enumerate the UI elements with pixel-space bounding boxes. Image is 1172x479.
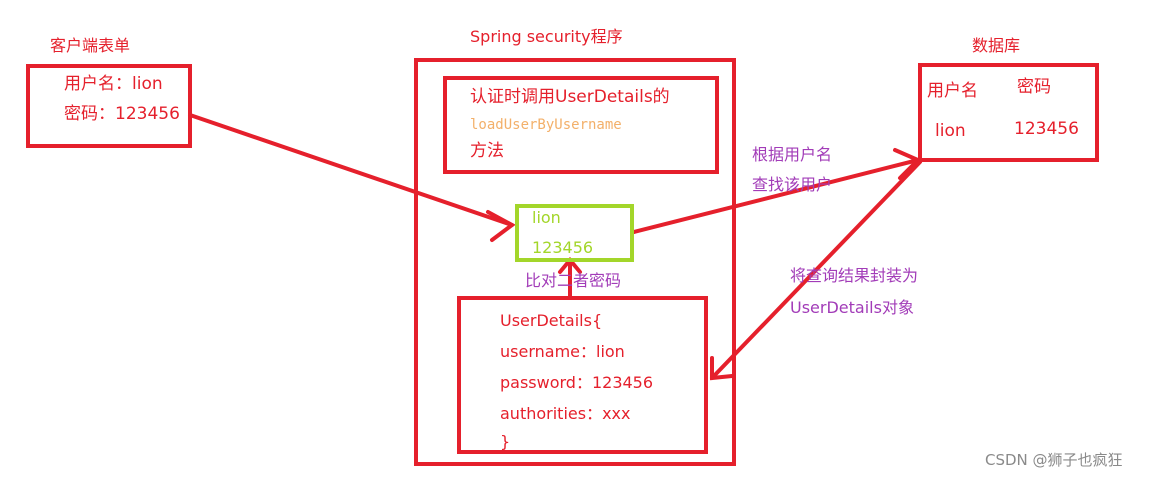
userdetails-password: password：123456 <box>500 373 654 392</box>
userdetails-authorities: authorities：xxx <box>500 404 631 423</box>
client-form-box <box>26 64 192 148</box>
client-username: 用户名：lion <box>64 74 163 94</box>
arrowhead-userdetails <box>710 356 734 381</box>
db-box <box>918 63 1099 162</box>
wrap-annotation-1: 将查询结果封装为 <box>790 266 919 285</box>
userdetails-close: } <box>500 432 511 451</box>
compare-box <box>515 204 634 262</box>
db-title: 数据库 <box>972 36 1021 55</box>
auth-line3: 方法 <box>470 141 504 161</box>
wrap-annotation-2: UserDetails对象 <box>790 298 914 317</box>
db-col-user: 用户名 <box>927 81 978 101</box>
userdetails-username: username：lion <box>500 342 625 361</box>
arrowhead-compare <box>486 210 516 242</box>
query-annotation-2: 查找该用户 <box>752 175 833 194</box>
client-title: 客户端表单 <box>50 36 131 55</box>
watermark: CSDN @狮子也疯狂 <box>985 451 1123 469</box>
db-val-user: lion <box>935 121 966 141</box>
db-col-pass: 密码 <box>1017 77 1051 97</box>
app-title: Spring security程序 <box>470 27 623 46</box>
query-annotation-1: 根据用户名 <box>752 145 833 164</box>
db-val-pass: 123456 <box>1014 119 1079 139</box>
client-password: 密码：123456 <box>64 104 180 124</box>
arrow-compare-to-db <box>632 158 920 234</box>
arrow-client-to-compare <box>188 113 514 227</box>
userdetails-open: UserDetails{ <box>500 311 603 330</box>
arrow-db-to-userdetails <box>710 160 922 380</box>
userdetails-box <box>457 296 708 454</box>
auth-box <box>443 76 719 174</box>
auth-line1: 认证时调用UserDetails的 <box>470 87 670 107</box>
compare-user: lion <box>532 208 561 227</box>
app-container <box>414 58 736 466</box>
compare-pass: 123456 <box>532 238 594 257</box>
compare-label: 比对二者密码 <box>525 271 622 290</box>
auth-method: loadUserByUsername <box>470 117 622 133</box>
